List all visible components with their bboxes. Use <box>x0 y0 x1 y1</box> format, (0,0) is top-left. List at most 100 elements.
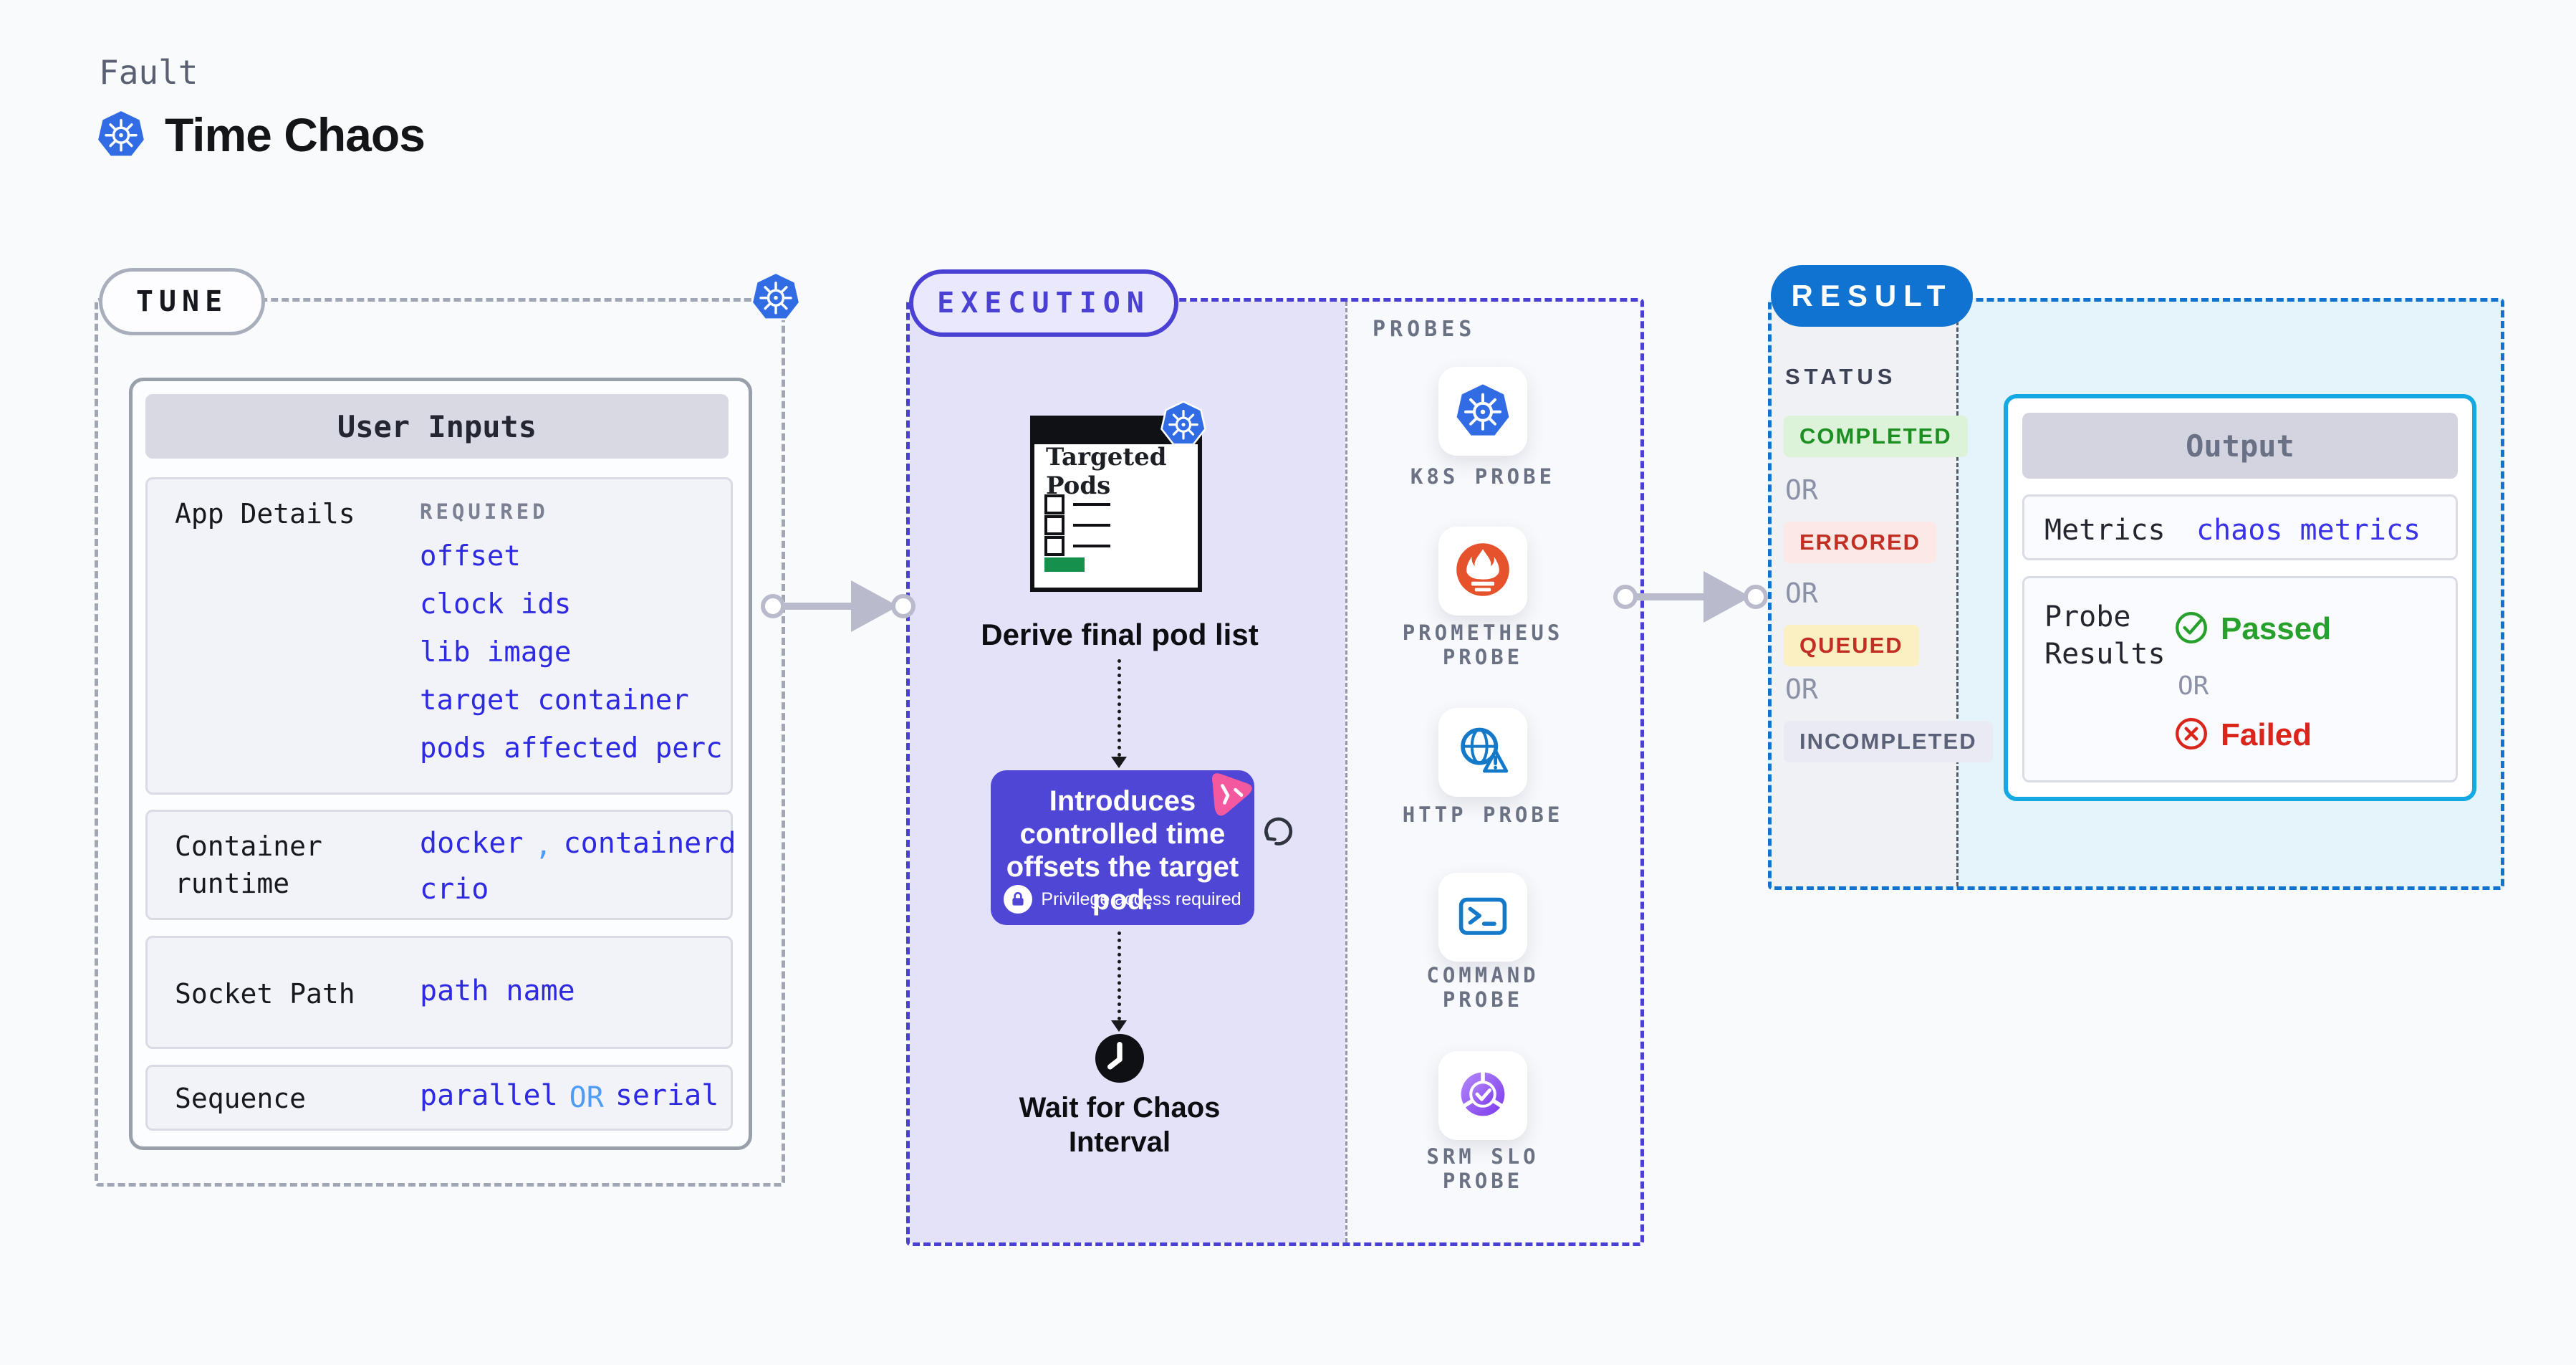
sequence-row: Sequence parallel OR serial <box>145 1065 733 1131</box>
link-parallel[interactable]: parallel <box>420 1079 558 1112</box>
page-title: Time Chaos <box>165 108 426 161</box>
socket-path-label: Socket Path <box>175 978 355 1010</box>
chaos-card-text: Introduces controlled time offsets the t… <box>1006 785 1239 916</box>
connector-dot <box>761 594 785 618</box>
metrics-row: Metrics chaos metrics <box>2022 494 2458 560</box>
passed-label: Passed <box>2221 611 2332 646</box>
or-label: OR <box>1785 674 1818 705</box>
output-title: Output <box>2022 413 2458 479</box>
app-details-label: App Details <box>175 498 355 530</box>
kubernetes-icon <box>1160 401 1206 447</box>
flow-connector <box>1118 931 1121 1020</box>
terminal-icon <box>1454 887 1512 947</box>
arrow-tune-to-execution <box>781 603 858 610</box>
tune-section-box <box>95 298 785 1187</box>
sequence-label: Sequence <box>175 1083 307 1114</box>
connector-dot <box>1744 585 1768 609</box>
srm-slo-probe-label: SRM SLO PROBE <box>1426 1144 1539 1193</box>
link-clock-ids[interactable]: clock ids <box>420 588 572 621</box>
status-badge-errored: ERRORED <box>1784 522 1937 563</box>
prometheus-probe-card <box>1438 527 1527 616</box>
arrow-head <box>851 580 898 632</box>
link-docker[interactable]: docker <box>420 827 524 860</box>
status-title: STATUS <box>1785 364 1897 389</box>
progress-bar <box>1044 557 1085 572</box>
chaos-metrics-link[interactable]: chaos metrics <box>2196 514 2421 547</box>
kubernetes-icon <box>751 272 801 322</box>
derive-final-pod-list-label: Derive final pod list <box>981 618 1259 651</box>
link-serial[interactable]: serial <box>615 1079 719 1112</box>
failed-verdict: Failed <box>2173 716 2312 755</box>
status-panel <box>1772 302 1956 886</box>
container-runtime-values: docker , containerd <box>420 829 736 862</box>
container-runtime-row: Container runtime docker , containerd cr… <box>145 810 736 920</box>
prometheus-probe-label: PROMETHEUS PROBE <box>1402 621 1564 669</box>
pod-checklist-item <box>1044 536 1110 556</box>
socket-path-row: Socket Path path name <box>145 936 733 1049</box>
kubernetes-icon <box>1454 383 1512 440</box>
result-divider <box>1956 302 1959 886</box>
or-label: OR <box>2178 671 2209 701</box>
result-badge: RESULT <box>1771 265 1973 327</box>
app-details-row: App Details REQUIRED offset clock ids li… <box>145 477 733 795</box>
flow-arrow-head <box>1111 757 1127 768</box>
link-containerd[interactable]: containerd <box>563 827 736 860</box>
required-tag: REQUIRED <box>420 499 549 524</box>
targeted-pods-title: Targeted Pods <box>1046 443 1167 500</box>
or-label: OR <box>1785 578 1818 609</box>
sequence-values: parallel OR serial <box>420 1081 719 1114</box>
probes-divider <box>1345 302 1347 1242</box>
link-offset[interactable]: offset <box>420 540 521 573</box>
user-inputs-title: User Inputs <box>145 394 729 459</box>
loop-refresh-icon <box>1258 813 1295 853</box>
connector-dot <box>891 594 915 618</box>
status-badge-completed: COMPLETED <box>1784 416 1968 457</box>
status-badge-incompleted: INCOMPLETED <box>1784 721 1993 762</box>
arrow-execution-to-result <box>1633 593 1711 600</box>
or-separator: OR <box>569 1081 604 1114</box>
container-runtime-label: Container runtime <box>175 830 322 899</box>
link-lib-image[interactable]: lib image <box>420 636 572 669</box>
probe-results-label: Probe Results <box>2044 600 2166 671</box>
srm-slo-probe-card <box>1438 1051 1527 1140</box>
link-pods-affected-perc[interactable]: pods affected perc <box>420 732 723 765</box>
or-label: OR <box>1785 474 1818 506</box>
execution-badge: EXECUTION <box>909 269 1178 337</box>
tune-badge: TUNE <box>99 268 265 335</box>
http-probe-card <box>1438 708 1527 797</box>
probes-title: PROBES <box>1373 317 1476 342</box>
connector-dot <box>1613 585 1638 609</box>
wait-for-chaos-interval-label: Wait for Chaos Interval <box>1019 1092 1221 1158</box>
flow-arrow-head <box>1111 1020 1127 1032</box>
passed-verdict: Passed <box>2173 610 2331 648</box>
fault-eyebrow-label: Fault <box>99 53 198 92</box>
container-runtime-values-2: crio <box>420 875 489 904</box>
targeted-pods-window: Targeted Pods <box>1030 416 1202 592</box>
kubernetes-icon <box>96 110 146 160</box>
metrics-label: Metrics <box>2044 514 2166 547</box>
pod-checklist-item <box>1044 494 1110 514</box>
chaos-sticker-icon <box>1198 763 1262 829</box>
link-target-container[interactable]: target container <box>420 684 689 717</box>
link-path-name[interactable]: path name <box>420 974 575 1007</box>
probe-results-row: Probe Results Passed OR Failed <box>2022 576 2458 782</box>
http-probe-label: HTTP PROBE <box>1402 803 1564 827</box>
flow-connector <box>1118 659 1121 757</box>
arrow-head <box>1703 571 1751 623</box>
pod-checklist-item <box>1044 515 1110 535</box>
check-circle-icon <box>2173 610 2209 648</box>
status-badge-queued: QUEUED <box>1784 625 1919 666</box>
link-crio[interactable]: crio <box>420 873 489 906</box>
lock-icon <box>1004 885 1033 914</box>
privilege-note-text: Privilege access required <box>1041 889 1241 909</box>
output-panel: Output Metrics chaos metrics Probe Resul… <box>2004 394 2476 801</box>
chaos-description-card: Introduces controlled time offsets the t… <box>991 770 1254 925</box>
title-row: Time Chaos <box>96 107 426 162</box>
x-circle-icon <box>2173 716 2209 755</box>
slo-donut-icon <box>1454 1065 1512 1126</box>
http-globe-icon <box>1454 722 1512 782</box>
clock-icon <box>1093 1032 1146 1088</box>
app-details-links: offset clock ids lib image target contai… <box>420 542 723 763</box>
socket-path-value: path name <box>420 977 575 1005</box>
